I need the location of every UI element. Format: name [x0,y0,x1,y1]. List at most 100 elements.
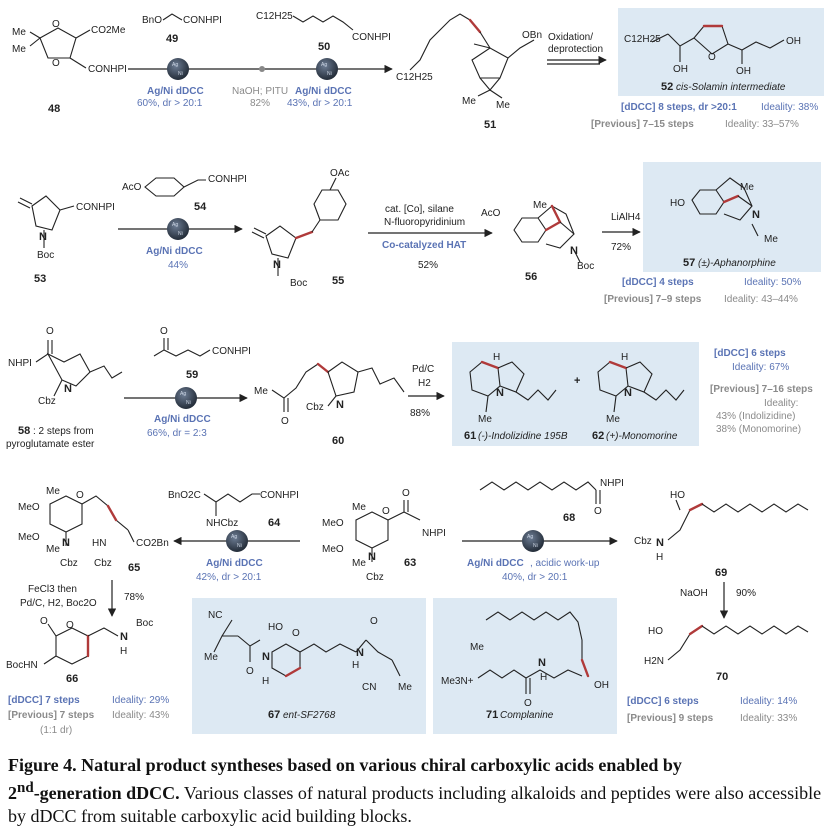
cmpd67-h2: H [352,660,359,671]
reagent50-label: 50 [318,41,330,53]
cmpd66-label: 66 [66,673,78,685]
row3-h2-cond1: Pd/C [412,364,434,375]
row1-ddcc-ideality: Ideality: 38% [761,102,818,113]
row4-prev-left: [Previous] 7 steps [8,710,95,721]
cmpd63-o2: O [402,488,410,499]
cmpd71-me: Me [470,642,484,653]
cmpd56-boc: Boc [577,261,594,272]
agni-catalyst-icon [226,530,248,552]
row1-cond1: Ag/Ni dDCC [147,86,204,97]
cmpd58-note: : 2 steps from [33,426,94,437]
cmpd65-me1: Me [46,486,60,497]
reagent64-label: 64 [268,517,281,529]
compound-70-structure: HO H2N 70 [644,624,809,683]
compound-52-structure: C12H25 OH OH OH O [624,24,801,77]
compound-60-structure: Me O Cbz N 60 [254,361,405,447]
reagent59-o: O [160,326,168,337]
cmpd65-cbz2: Cbz [94,558,112,569]
cmpd52-o: O [708,52,716,63]
row1-condmid-yield: 82% [250,98,270,109]
row2-hat-cond1: cat. [Co], silane [385,204,454,215]
row3-cond-yield: 66%, dr = 2:3 [147,428,207,439]
cmpd71-label: 71 [486,709,498,721]
reagent-59: O CONHPI 59 [153,326,251,381]
row3-h2-yield: 88% [410,408,430,419]
row3-prev: [Previous] 7–16 steps [710,384,813,395]
reagent68-label: 68 [563,512,575,524]
cat-icon-ni4: Ni [186,400,191,406]
compound-57-structure: HO Me N Me [670,177,778,245]
compound-65-structure: MeO MeO Me Me O N Cbz HN Cbz CO2Bn 65 [18,486,169,574]
cmpd65-o: O [76,490,84,501]
cat-icon-ag4: Ag [180,391,186,397]
cmpd55-oac: OAc [330,168,349,179]
cmpd67-h1: H [262,676,269,687]
caption-text: Various classes of natural products incl… [8,783,822,826]
cmpd71-h: H [540,672,547,683]
cmpd63-n: N [368,551,376,563]
reagent54-label: 54 [194,201,207,213]
cmpd63-me1: Me [352,502,366,513]
row4-cond-left: Ag/Ni dDCC [206,558,263,569]
row4-ddcc-right: [dDCC] 6 steps [627,696,699,707]
target-box-52 [618,8,824,96]
row1-condmid: NaOH; PITU [232,86,288,97]
row4-prev-right: [Previous] 9 steps [627,713,714,724]
agni-catalyst-icon [167,218,189,240]
row2-hat-yield: 52% [418,260,438,271]
cmpd70-label: 70 [716,671,728,683]
cmpd63-meo1: MeO [322,518,344,529]
cmpd48-label: 48 [48,103,60,115]
row4-cond-right-yield: 40%, dr > 20:1 [502,572,568,583]
cmpd51-obn: OBn [522,30,542,41]
cmpd56-label: 56 [525,271,537,283]
cmpd60-cbz: Cbz [306,402,324,413]
cmpd48-nhpi: CONHPI [88,64,127,75]
cmpd71-name: Complanine [500,710,554,721]
row3-h2-cond2: H2 [418,378,431,389]
reagent54-conhpi: CONHPI [208,174,247,185]
cmpd57-name: (±)-Aphanorphine [698,258,776,269]
cmpd58-cbz: Cbz [38,396,56,407]
row1-cond2: Ag/Ni dDCC [295,86,352,97]
row2-cond: Ag/Ni dDCC [146,246,203,257]
row3-plus: + [574,375,580,387]
row2-scheme: CONHPI N Boc 53 AcO CONHPI 54 Ag Ni Ag/N… [17,162,821,305]
cmpd66-o2: O [66,620,74,631]
reagent54-aco: AcO [122,182,142,193]
cmpd70-ho: HO [648,626,663,637]
row2-prev-ideality: Ideality: 43–44% [724,294,798,305]
row1-ox-cond2: deprotection [548,44,603,55]
cmpd69-h: H [656,552,663,563]
row4-naoh-yield: 90% [736,588,756,599]
row1-cond2-yield: 43%, dr > 20:1 [287,98,353,109]
reagent-50: C12H25 CONHPI 50 [256,11,391,53]
row3-ddcc: [dDCC] 6 steps [714,348,786,359]
cmpd63-nhpi: NHPI [422,528,446,539]
cmpd66-n: N [120,631,128,643]
cmpd60-o: O [281,416,289,427]
row1-prev: [Previous] 7–15 steps [591,119,694,130]
cmpd60-label: 60 [332,435,344,447]
cmpd60-me: Me [254,386,268,397]
cmpd65-meo2: MeO [18,532,40,543]
cmpd51-label: 51 [484,119,496,131]
row4-cond-right-tail: , acidic work-up [530,558,600,569]
cmpd60-n: N [336,399,344,411]
row2-red-cond: LiAlH4 [611,212,641,223]
cmpd67-o2: O [246,666,254,677]
reagent50-chain: C12H25 [256,11,293,22]
row2-hat-cond2: N-fluoropyridinium [384,217,465,228]
row4-prev-left-note: (1:1 dr) [40,725,72,736]
cat-icon-ag3: Ag [172,222,178,228]
cmpd66-bochn: BocHN [6,660,38,671]
reaction-scheme-figure: Me Me O O CO2Me CONHPI 48 BnO CONHPI 49 … [6,8,824,736]
compound-62-structure: H N Me [597,352,685,425]
row1-ox-cond1: Oxidation/ [548,32,593,43]
caption-label2-sup: nd [17,780,34,796]
compound-67-structure: NC Me HO O O H N N H O CN Me [204,610,412,693]
compound-51-structure: C12H25 OBn Me Me 51 [396,13,542,131]
cmpd51-me1: Me [462,96,476,107]
reagent49-label: 49 [166,33,178,45]
cmpd48-o2: O [52,58,60,69]
